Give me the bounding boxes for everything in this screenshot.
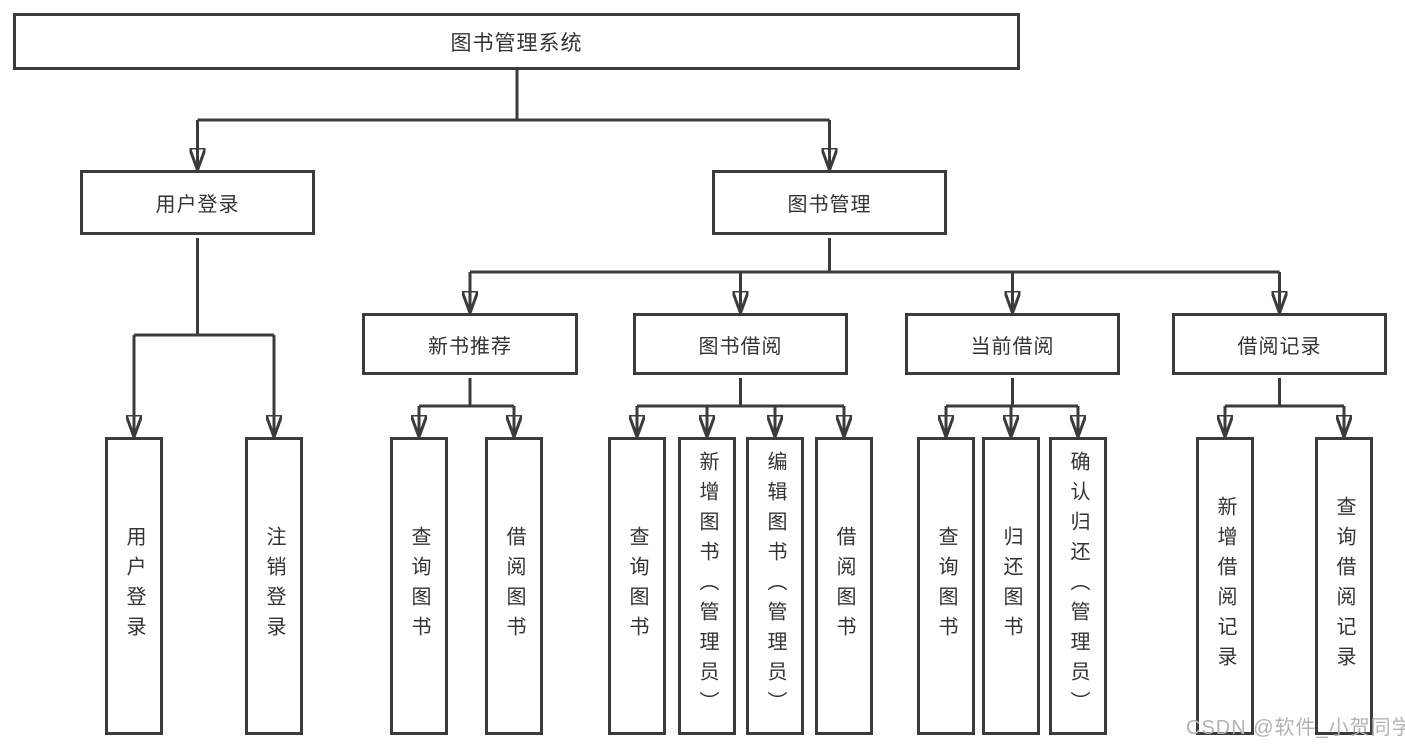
node-label: 查询图书	[935, 526, 957, 646]
leaf-user-login: 用户登录	[105, 437, 163, 735]
leaf-return-books: 归还图书	[982, 437, 1040, 735]
node-label: 编辑图书（管理员）	[764, 451, 786, 721]
node-label: 新书推荐	[428, 335, 512, 358]
node-label: 查询图书	[626, 526, 648, 646]
leaf-add-books-admin: 新增图书（管理员）	[678, 437, 736, 735]
leaf-logout: 注销登录	[245, 437, 303, 735]
node-label: 归还图书	[1000, 526, 1022, 646]
node-current-borrowing: 当前借阅	[905, 313, 1120, 375]
node-label: 当前借阅	[970, 335, 1055, 358]
leaf-query-books-2: 查询图书	[608, 437, 666, 735]
node-book-borrowing: 图书借阅	[633, 313, 848, 375]
leaf-query-books-3: 查询图书	[917, 437, 975, 735]
node-label: 借阅图书	[833, 526, 855, 646]
node-label: 查询图书	[408, 526, 430, 646]
leaf-edit-books-admin: 编辑图书（管理员）	[746, 437, 804, 735]
leaf-query-borrow-record: 查询借阅记录	[1315, 437, 1373, 735]
leaf-borrow-books-2: 借阅图书	[815, 437, 873, 735]
node-label: 图书管理	[787, 194, 872, 216]
node-library-management-system: 图书管理系统	[13, 13, 1020, 70]
node-label: 图书管理系统	[450, 31, 583, 55]
node-borrowing-records: 借阅记录	[1172, 313, 1387, 375]
node-label: 注销登录	[263, 526, 285, 646]
leaf-borrow-books-1: 借阅图书	[485, 437, 543, 735]
node-label: 用户登录	[155, 194, 240, 216]
node-label: 新增借阅记录	[1214, 496, 1236, 676]
node-label: 确认归还（管理员）	[1067, 451, 1089, 721]
leaf-add-borrow-record: 新增借阅记录	[1196, 437, 1254, 735]
leaf-query-books-1: 查询图书	[390, 437, 448, 735]
csdn-watermark: CSDN @软件_小贺同学	[1186, 717, 1405, 739]
leaf-confirm-return-admin: 确认归还（管理员）	[1049, 437, 1107, 735]
node-label: 图书借阅	[698, 335, 783, 358]
node-new-book-recommendation: 新书推荐	[362, 313, 578, 375]
node-label: 用户登录	[123, 526, 145, 646]
node-label: 查询借阅记录	[1333, 496, 1355, 676]
node-book-management: 图书管理	[712, 170, 947, 235]
node-label: 借阅图书	[503, 526, 525, 646]
node-user-login: 用户登录	[80, 170, 315, 235]
node-label: 借阅记录	[1237, 335, 1322, 358]
node-label: 新增图书（管理员）	[696, 451, 718, 721]
